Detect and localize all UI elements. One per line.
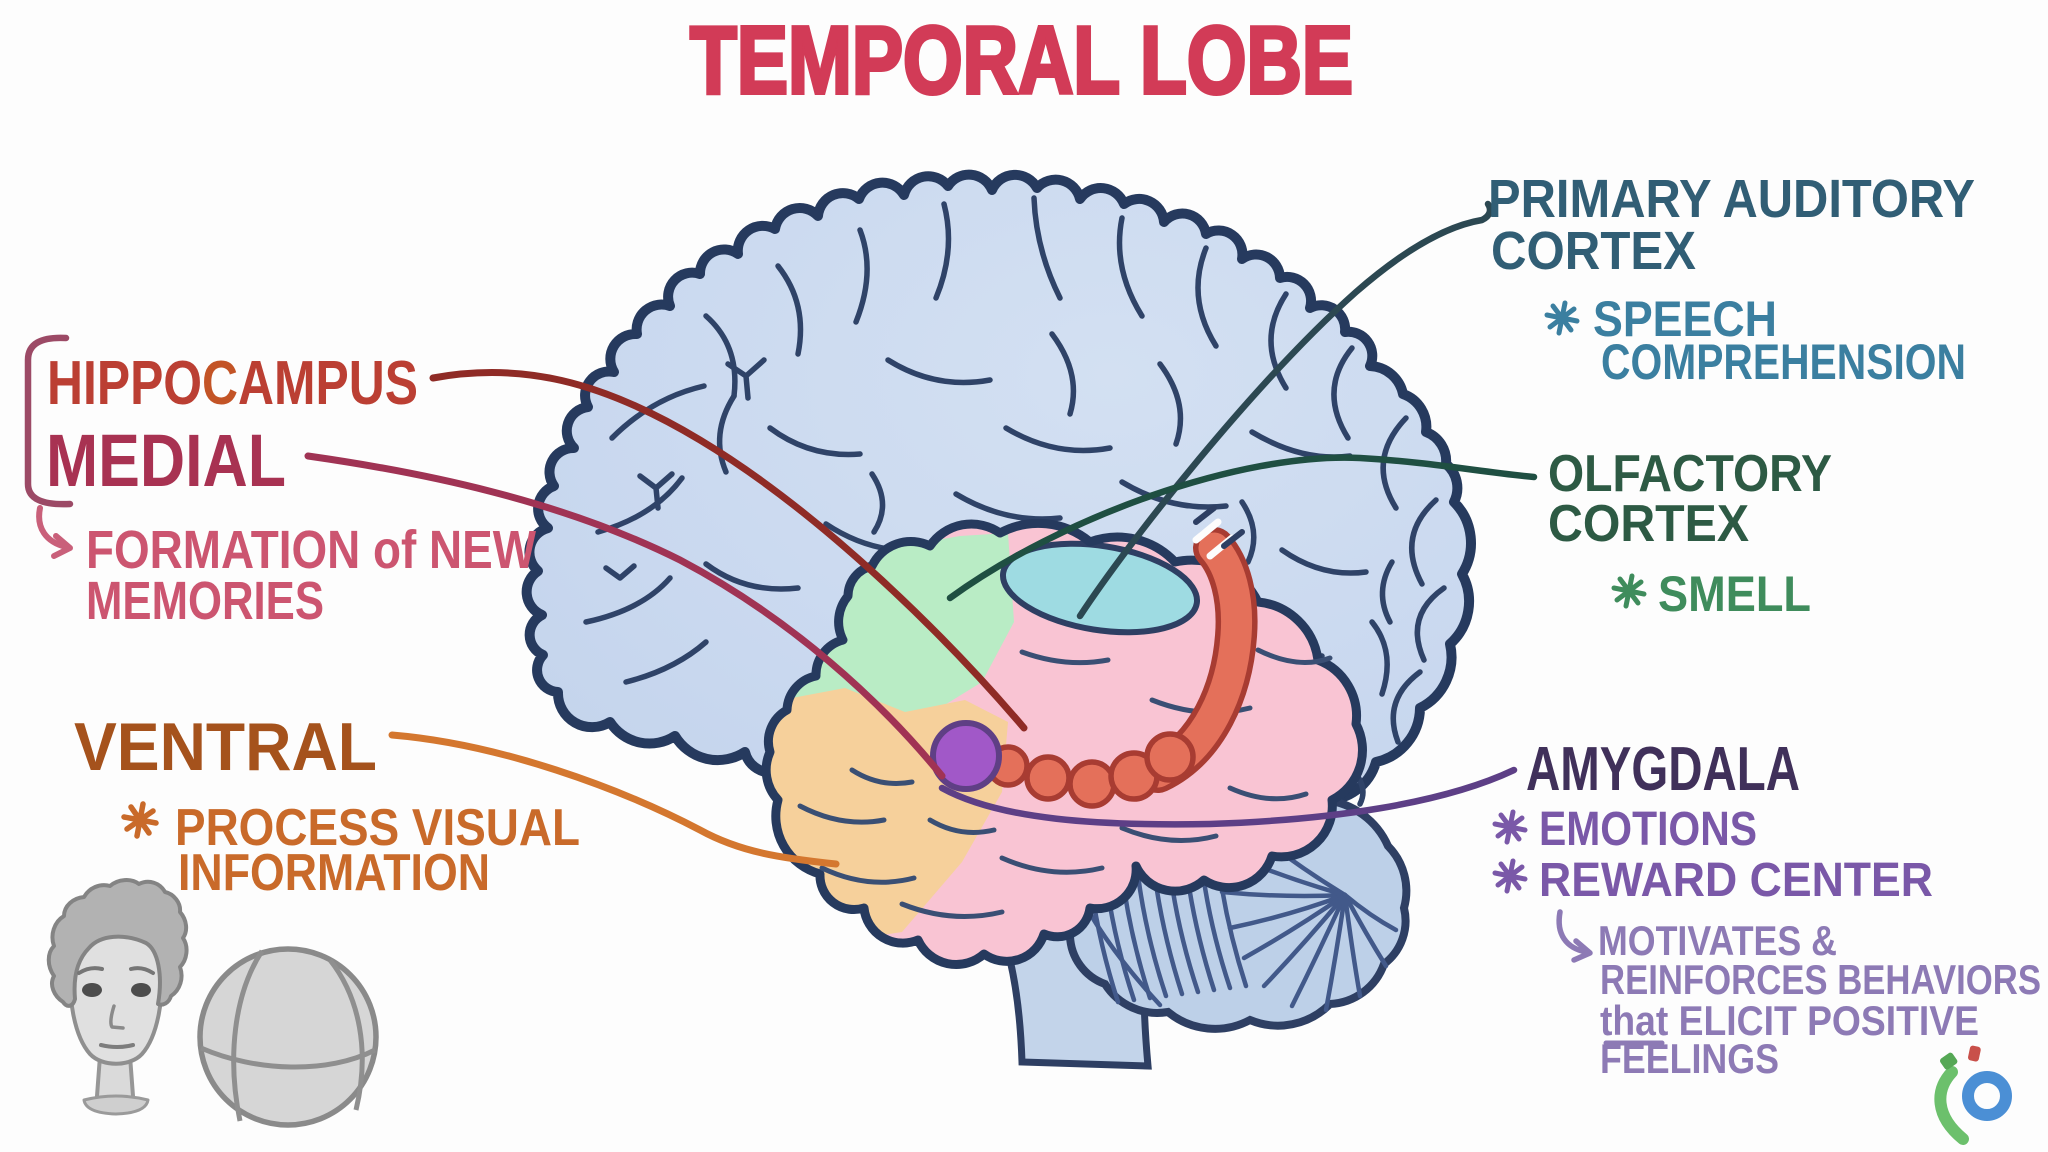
svg-text:VENTRAL: VENTRAL	[74, 709, 377, 785]
svg-text:REWARD CENTER: REWARD CENTER	[1539, 854, 1933, 907]
svg-text:CORTEX: CORTEX	[1491, 221, 1696, 281]
svg-text:SMELL: SMELL	[1658, 566, 1811, 622]
svg-text:that ELICIT POSITIVE: that ELICIT POSITIVE	[1600, 997, 1979, 1044]
svg-text:EMOTIONS: EMOTIONS	[1539, 803, 1757, 856]
svg-text:INFORMATION: INFORMATION	[178, 844, 490, 902]
svg-text:AMYGDALA: AMYGDALA	[1526, 735, 1800, 804]
svg-text:MEDIAL: MEDIAL	[46, 419, 286, 502]
svg-text:COMPREHENSION: COMPREHENSION	[1601, 334, 1966, 390]
svg-text:CORTEX: CORTEX	[1548, 495, 1749, 553]
svg-text:FEELINGS: FEELINGS	[1600, 1035, 1779, 1082]
svg-text:PRIMARY AUDITORY: PRIMARY AUDITORY	[1488, 169, 1975, 229]
svg-text:TEMPORAL LOBE: TEMPORAL LOBE	[690, 7, 1353, 114]
svg-text:SPEECH: SPEECH	[1593, 291, 1777, 347]
svg-text:REINFORCES BEHAVIORS: REINFORCES BEHAVIORS	[1600, 956, 2041, 1003]
svg-text:PROCESS VISUAL: PROCESS VISUAL	[175, 799, 580, 857]
svg-text:FORMATION of NEW: FORMATION of NEW	[86, 520, 536, 580]
svg-text:HIPPOCAMPUS: HIPPOCAMPUS	[47, 349, 418, 418]
svg-text:MOTIVATES &: MOTIVATES &	[1598, 917, 1837, 964]
svg-text:OLFACTORY: OLFACTORY	[1548, 445, 1832, 503]
svg-text:MEMORIES: MEMORIES	[86, 571, 324, 631]
